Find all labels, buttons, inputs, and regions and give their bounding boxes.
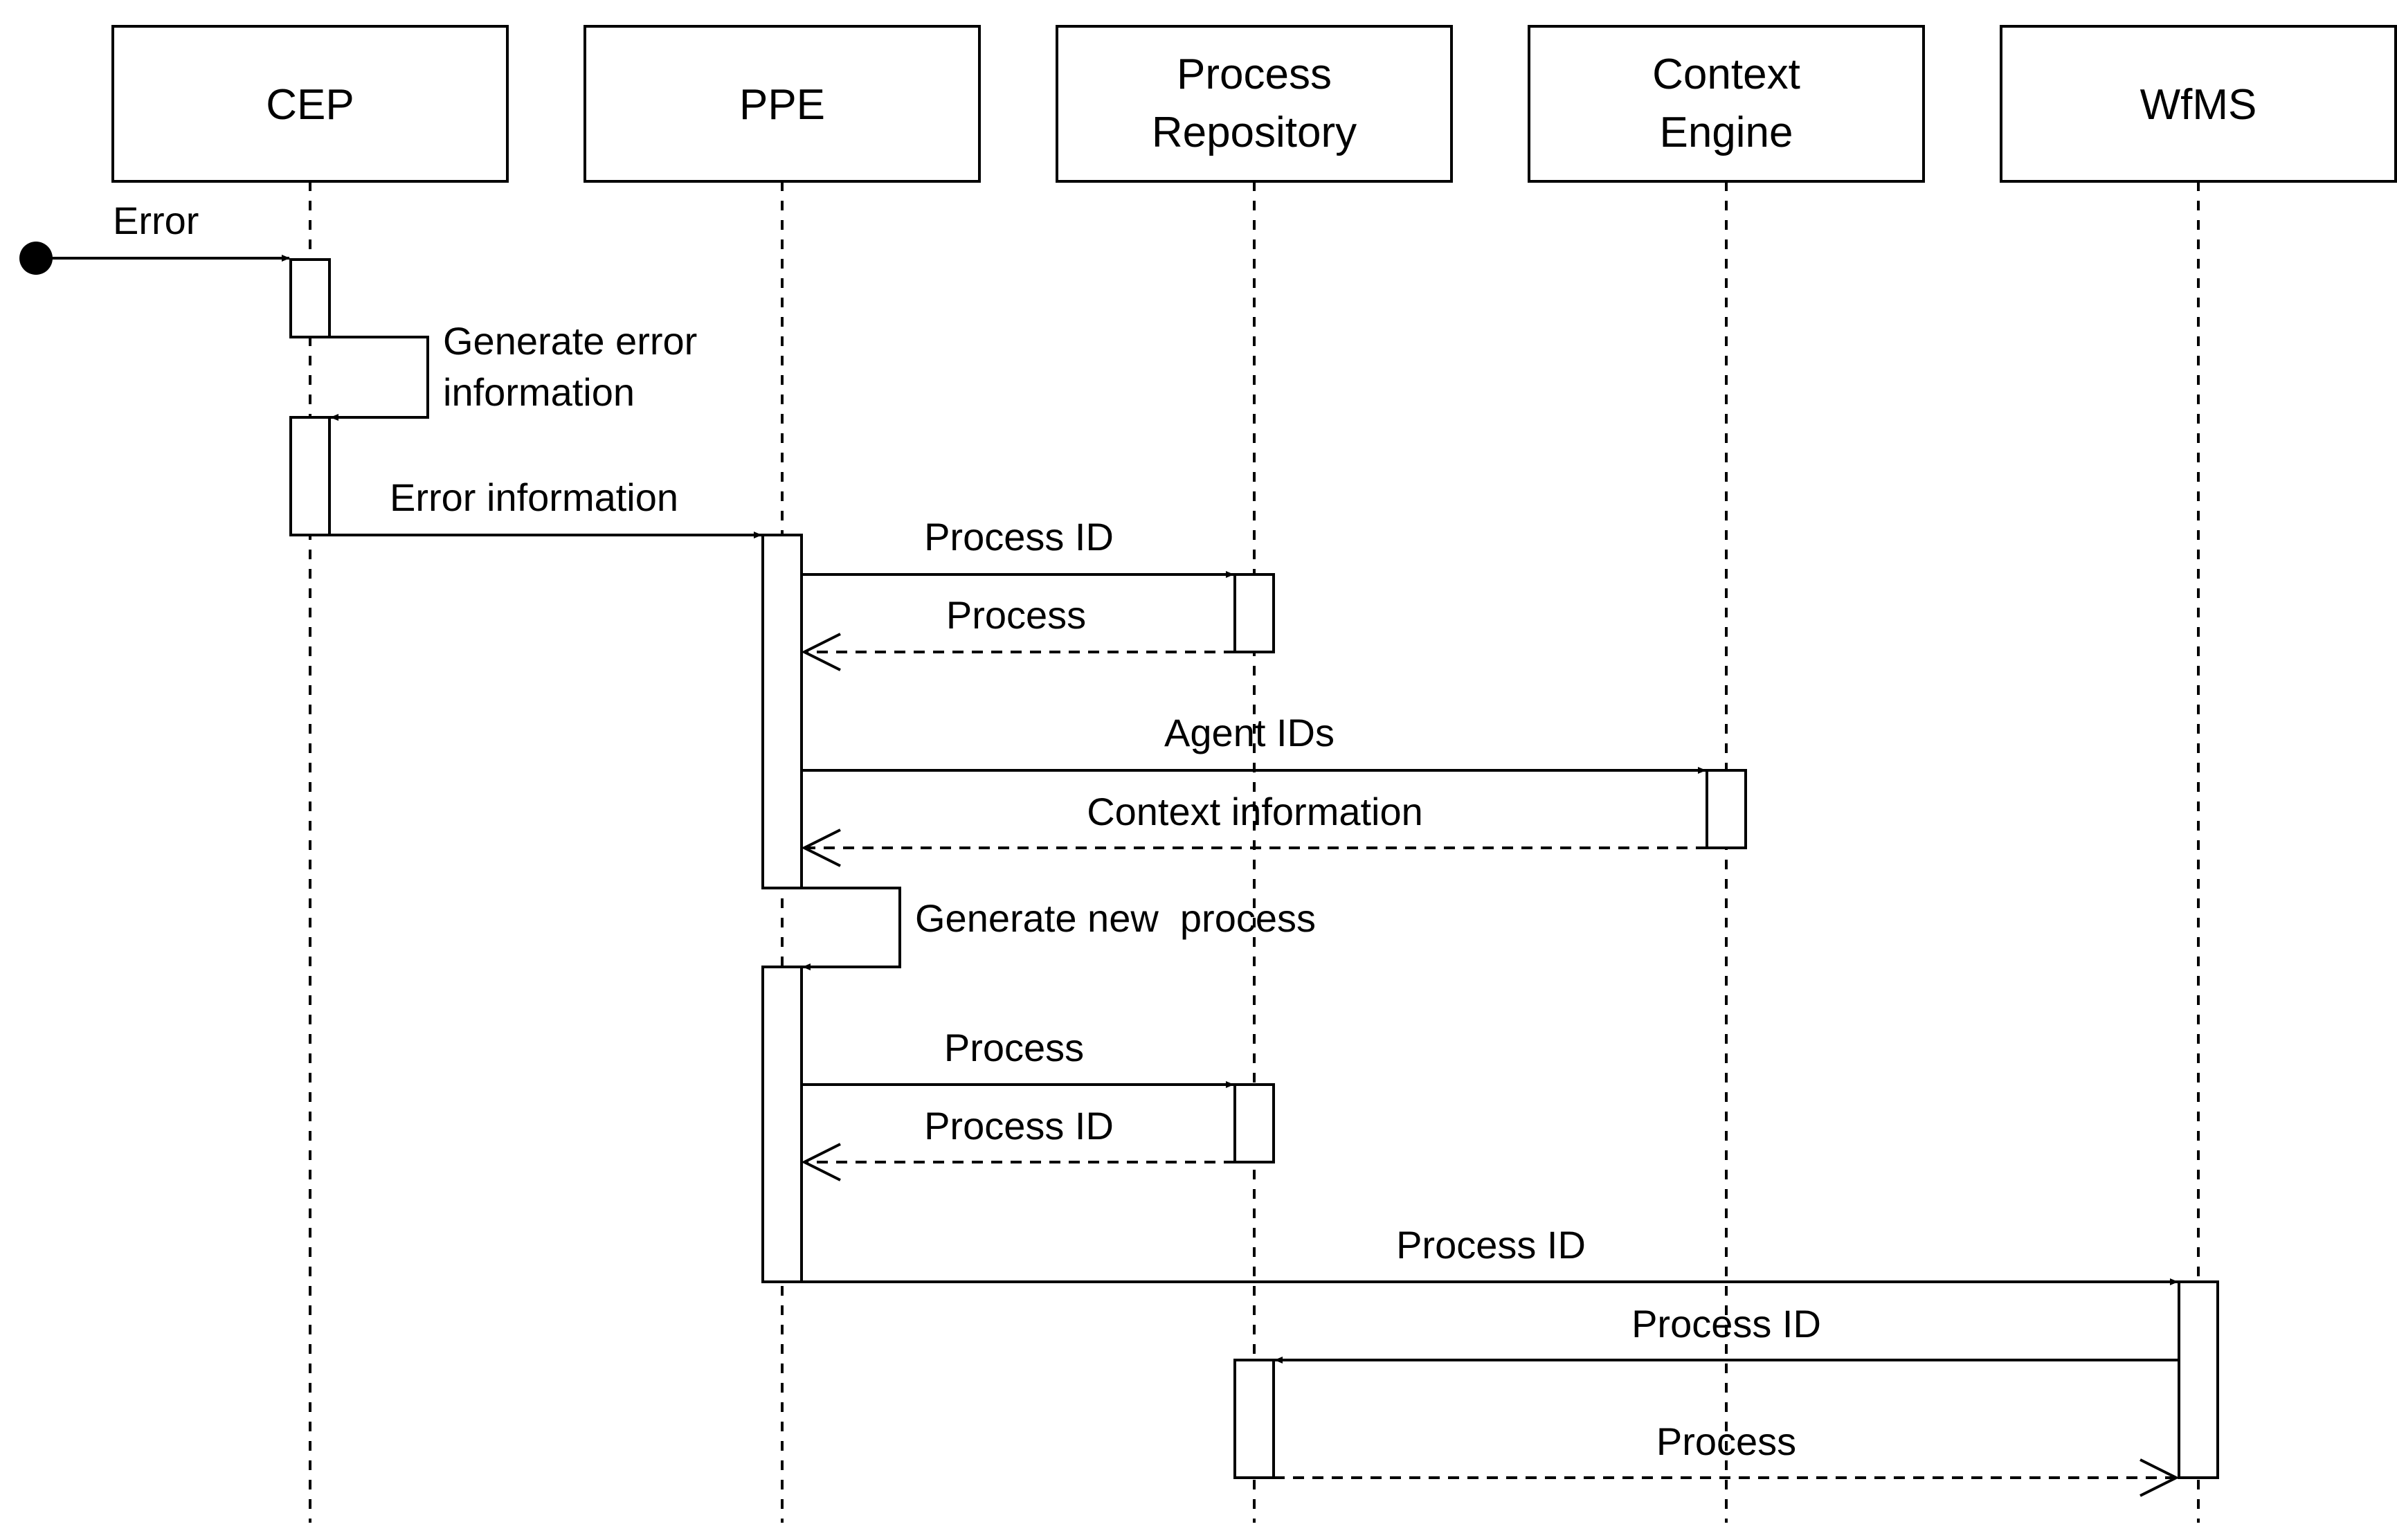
activation-cep-2: [289, 416, 331, 536]
label-process-id-request: Process ID: [924, 515, 1114, 559]
activation-wfms: [2178, 1280, 2219, 1479]
label-context-information: Context information: [1087, 790, 1423, 833]
label-process-reply: Process: [946, 593, 1086, 637]
activation-bars: [289, 258, 2219, 1479]
arrow-process-reply-head: [801, 633, 841, 671]
activation-cep-1: [289, 258, 331, 338]
arrow-process-id-reply-head: [801, 1143, 841, 1181]
arrow-context-information-head: [801, 828, 841, 867]
participant-label-process-repository-line2: Repository: [1152, 109, 1357, 156]
participant-box-ppe: [584, 25, 981, 183]
participant-label-process-repository-line1: Process: [1177, 51, 1332, 98]
activation-repo-2: [1233, 1083, 1275, 1163]
arrow-generate-error-information: [329, 336, 429, 421]
participant-label-ppe: PPE: [739, 81, 825, 129]
participant-box-wfms: [2000, 25, 2397, 183]
participant-label-wfms: WfMS: [2140, 81, 2257, 129]
label-error-information: Error information: [390, 475, 678, 519]
message-labels: Error Generate error information Error i…: [113, 199, 1821, 1463]
participant-box-context-engine: [1528, 25, 1925, 183]
label-process-id-to-wfms: Process ID: [1396, 1223, 1586, 1267]
participant-box-cep: [111, 25, 509, 183]
activation-repo-1: [1233, 573, 1275, 653]
label-generate-error-information-line2: information: [443, 370, 635, 414]
activation-ppe-1: [761, 534, 803, 889]
participant-label-context-engine-line1: Context: [1652, 51, 1800, 98]
arrow-generate-new-process: [802, 887, 901, 970]
participant-label-context-engine-line2: Engine: [1659, 109, 1793, 156]
activation-ppe-2: [761, 966, 803, 1283]
label-agent-ids: Agent IDs: [1164, 711, 1335, 754]
activation-context-engine: [1706, 769, 1747, 849]
participant-labels: CEP PPE Process Repository Context Engin…: [266, 51, 2256, 156]
participant-label-cep: CEP: [266, 81, 354, 129]
label-process-store: Process: [944, 1026, 1084, 1069]
label-process-id-reply: Process ID: [924, 1104, 1114, 1148]
label-generate-new-process: Generate new process: [915, 896, 1316, 940]
message-lines: [19, 242, 2180, 1497]
participant-headers: [111, 25, 2397, 183]
label-generate-error-information-line1: Generate error: [443, 319, 697, 363]
arrow-process-to-wfms-head: [2140, 1458, 2180, 1497]
participant-box-process-repository: [1056, 25, 1453, 183]
label-process-id-to-repo: Process ID: [1631, 1302, 1821, 1346]
label-process-to-wfms: Process: [1656, 1420, 1796, 1463]
activation-repo-3: [1233, 1359, 1275, 1479]
label-error: Error: [113, 199, 199, 242]
